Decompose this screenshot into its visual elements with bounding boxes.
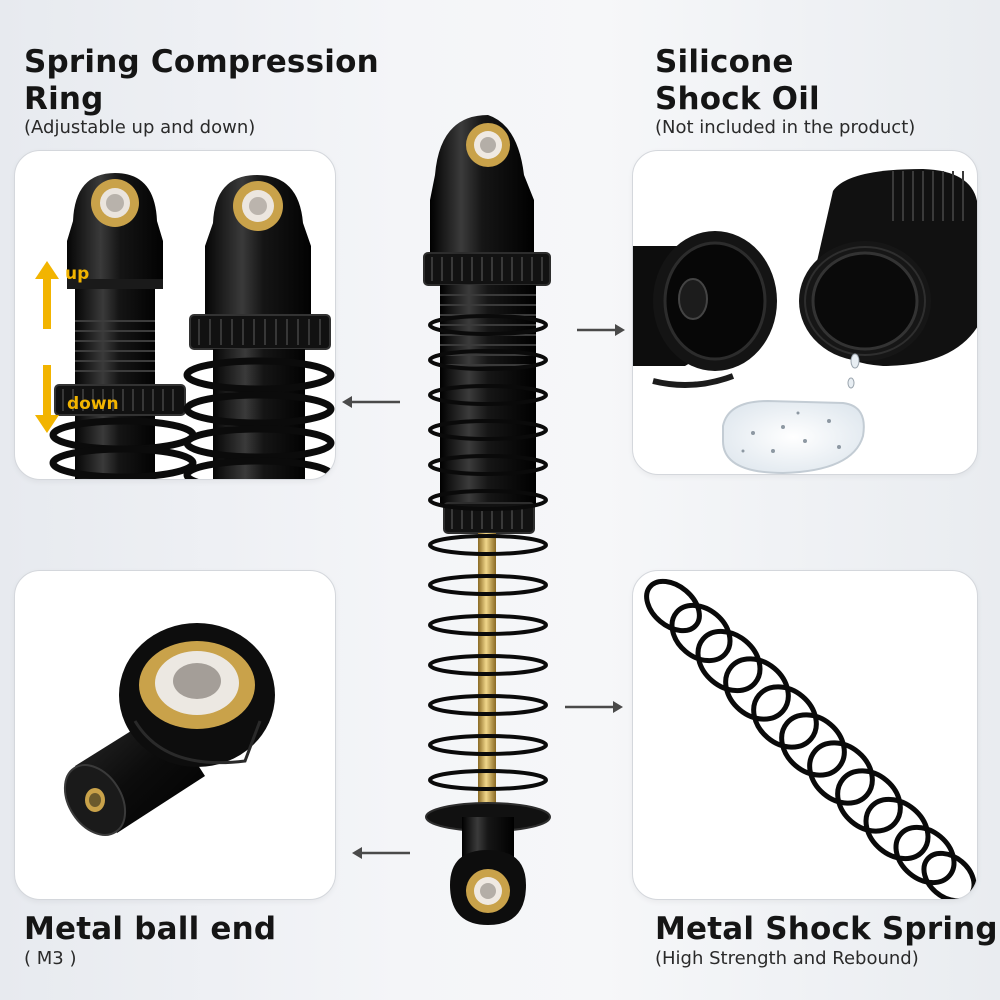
up-arrow-icon <box>35 261 59 329</box>
down-label: down <box>67 394 119 414</box>
arrow-right-icon <box>577 324 625 336</box>
shock-spring-panel <box>632 570 978 900</box>
compression-ring-panel: up down <box>14 150 336 480</box>
arrow-left-icon <box>352 847 410 859</box>
compression-ring-title: Spring Compression Ring <box>24 44 379 118</box>
shock-oil-title-line1: Silicone <box>655 44 794 80</box>
shock-spring-image <box>644 578 977 899</box>
down-arrow-icon <box>35 365 59 433</box>
shock-oil-subtitle: (Not included in the product) <box>655 117 916 138</box>
shock-spring-subtitle: (High Strength and Rebound) <box>655 948 919 969</box>
shock-oil-title: Silicone Shock Oil <box>655 44 820 118</box>
shock-spring-title: Metal Shock Spring <box>655 911 998 947</box>
up-label: up <box>65 264 89 284</box>
shock-oil-image <box>633 169 977 474</box>
shock-absorber-image <box>423 115 551 925</box>
ball-end-image <box>63 623 275 836</box>
arrow-left-icon <box>342 396 400 408</box>
ball-end-subtitle: ( M3 ) <box>24 948 77 969</box>
ball-end-panel <box>14 570 336 900</box>
compression-ring-title-line2: Ring <box>24 81 104 117</box>
shock-oil-panel <box>632 150 978 475</box>
compression-ring-subtitle: (Adjustable up and down) <box>24 117 256 138</box>
compression-ring-title-line1: Spring Compression <box>24 44 379 80</box>
ball-end-title: Metal ball end <box>24 911 277 947</box>
arrow-right-icon <box>565 701 623 713</box>
shock-oil-title-line2: Shock Oil <box>655 81 820 117</box>
compression-ring-image: up down <box>35 173 335 479</box>
